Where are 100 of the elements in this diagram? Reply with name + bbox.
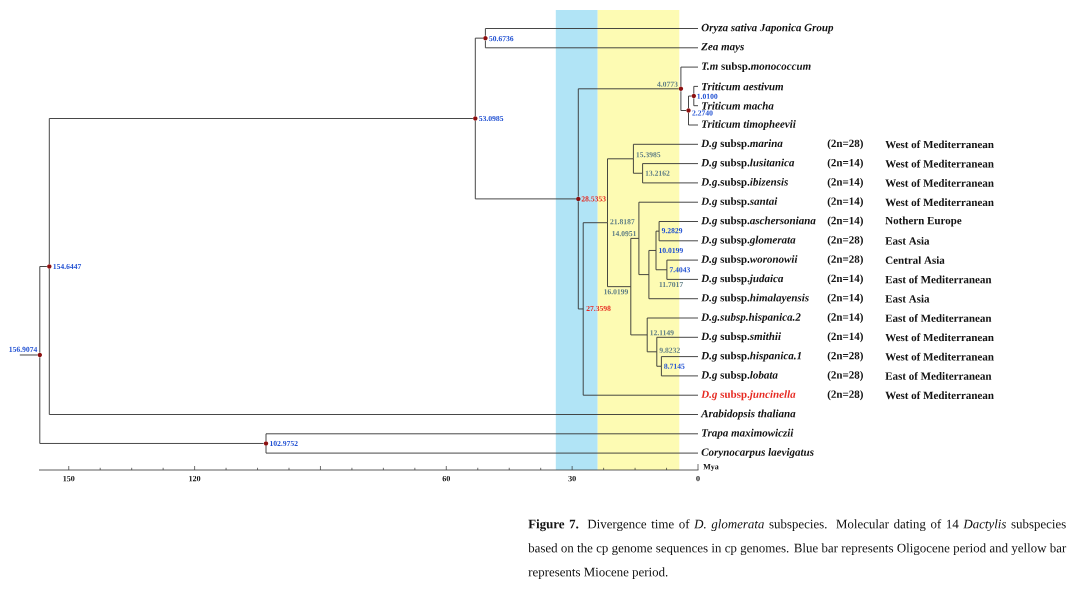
chromosome-count: (2n=28) bbox=[827, 390, 863, 401]
region-label: West of Mediterranean bbox=[885, 178, 994, 187]
taxon-label: T.m subsp.monococcum bbox=[702, 62, 811, 73]
branch-line bbox=[638, 201, 699, 239]
taxon-label: D.g subsp.glomerata bbox=[701, 235, 796, 246]
branch-line bbox=[658, 221, 699, 232]
taxon-label: Oryza sativa Japonica Group bbox=[701, 23, 834, 34]
branch-line bbox=[646, 334, 658, 353]
axis-label: 120 bbox=[189, 475, 201, 482]
taxon-label: Triticum aestivum bbox=[702, 82, 784, 91]
chromosome-count: (2n=14) bbox=[827, 197, 863, 208]
taxon-label: D.g subsp.lobata bbox=[701, 370, 778, 381]
region-label: East Asia bbox=[885, 236, 930, 245]
branch-line bbox=[680, 66, 699, 87]
branch-line bbox=[666, 259, 699, 271]
branch-line bbox=[48, 268, 699, 415]
branch-line bbox=[265, 433, 699, 442]
chromosome-count: (2n=14) bbox=[827, 313, 863, 323]
taxon-label: Corynocarpus laevigatus bbox=[701, 448, 814, 459]
branch-line bbox=[648, 274, 699, 300]
region-label: West of Mediterranean bbox=[885, 198, 994, 207]
branch-line bbox=[693, 85, 699, 95]
chromosome-count: (2n=14) bbox=[827, 158, 863, 169]
branch-line bbox=[39, 356, 265, 444]
taxon-label: D.g subsp.judaica bbox=[701, 274, 784, 285]
region-label: West of Mediterranean bbox=[885, 159, 994, 168]
branch-line bbox=[680, 90, 687, 111]
taxon-label: D.g subsp.aschersoniana bbox=[701, 216, 816, 227]
taxon-label: Triticum macha bbox=[702, 101, 774, 110]
region-label: Nothern Europe bbox=[885, 216, 962, 227]
chromosome-count: (2n=28) bbox=[827, 235, 863, 246]
branch-line bbox=[656, 351, 662, 367]
branch-line bbox=[655, 250, 668, 271]
taxon-label: D.g subsp.lusitanica bbox=[701, 158, 795, 169]
region-label: East of Mediterranean bbox=[885, 275, 992, 284]
branch-line bbox=[265, 445, 699, 454]
branch-line bbox=[577, 88, 679, 197]
taxon-label: D.g subsp.himalayensis bbox=[701, 293, 809, 304]
region-label: West of Mediterranean bbox=[885, 391, 994, 400]
branch-line bbox=[642, 172, 699, 184]
chromosome-count: (2n=14) bbox=[827, 332, 863, 343]
region-label: West of Mediterranean bbox=[885, 352, 994, 361]
branch-line bbox=[648, 250, 657, 276]
branch-line bbox=[484, 40, 699, 49]
chromosome-count: (2n=14) bbox=[827, 274, 863, 285]
chromosome-count: (2n=14) bbox=[827, 177, 863, 188]
branch-line bbox=[638, 237, 650, 276]
branch-line bbox=[582, 222, 608, 310]
taxon-label: Triticum timopheevii bbox=[702, 120, 796, 130]
axis-label: 30 bbox=[568, 475, 576, 482]
taxon-label: D.g subsp.marina bbox=[701, 139, 783, 150]
branch-line bbox=[655, 230, 660, 251]
region-label: East of Mediterranean bbox=[885, 314, 992, 322]
taxon-label: D.g subsp.santai bbox=[701, 197, 778, 208]
chromosome-count: (2n=14) bbox=[827, 293, 863, 304]
branch-line bbox=[688, 112, 699, 126]
branch-line bbox=[660, 356, 699, 367]
branch-line bbox=[607, 222, 632, 288]
chromosome-count: (2n=14) bbox=[827, 216, 863, 227]
branch-line bbox=[582, 308, 699, 396]
branch-line bbox=[658, 230, 699, 242]
axis-title: Mya bbox=[703, 464, 719, 472]
branch-line bbox=[630, 237, 640, 288]
branch-line bbox=[577, 200, 584, 310]
branch-line bbox=[642, 163, 699, 174]
branch-line bbox=[666, 269, 699, 280]
axis-label: 150 bbox=[63, 475, 75, 482]
taxon-label: Trapa maximowiczii bbox=[702, 428, 794, 439]
branch-line bbox=[632, 158, 644, 174]
region-label: West of Mediterranean bbox=[885, 333, 994, 342]
region-label: Central Asia bbox=[885, 256, 945, 264]
chromosome-count: (2n=28) bbox=[827, 139, 863, 150]
region-label: West of Mediterranean bbox=[885, 140, 994, 149]
branch-line bbox=[693, 98, 699, 107]
chromosome-count: (2n=28) bbox=[827, 255, 863, 266]
taxon-label: D.g.subsp.hispanica.2 bbox=[701, 313, 801, 323]
figure-caption: Figure 7. Divergence time of D. glomerata subspecies. Molecular dating of 14 Dactylis subspecies based on the cp genome sequences in cp genomes. Blue bar represents Oligocene period and yellow bar represents Miocene period. bbox=[528, 519, 1067, 580]
axis-label: 60 bbox=[442, 475, 450, 482]
taxon-label: D.g subsp.hispanica.1 bbox=[701, 351, 801, 362]
axis-label: 0 bbox=[696, 475, 700, 482]
chromosome-count: (2n=28) bbox=[827, 351, 863, 362]
branch-line bbox=[474, 37, 484, 117]
branch-line bbox=[39, 266, 48, 354]
branch-line bbox=[630, 286, 648, 336]
region-label: East Asia bbox=[885, 294, 930, 303]
branch-line bbox=[646, 317, 699, 336]
taxon-label: D.g subsp.smithii bbox=[701, 332, 781, 343]
branch-line bbox=[607, 158, 634, 224]
branch-line bbox=[48, 118, 474, 265]
branch-line bbox=[484, 28, 699, 37]
branch-line bbox=[632, 143, 699, 160]
taxon-label: D.g subsp.woronowii bbox=[701, 255, 798, 266]
chromosome-count: (2n=28) bbox=[827, 370, 863, 381]
branch-line bbox=[688, 95, 692, 109]
region-label: East of Mediterranean bbox=[885, 372, 992, 380]
taxon-label: D.g subsp.juncinella bbox=[701, 390, 796, 401]
taxon-label: D.g.subsp.ibizensis bbox=[701, 177, 788, 188]
branch-line bbox=[656, 336, 699, 353]
branch-line bbox=[474, 120, 577, 200]
branch-line bbox=[19, 354, 38, 356]
